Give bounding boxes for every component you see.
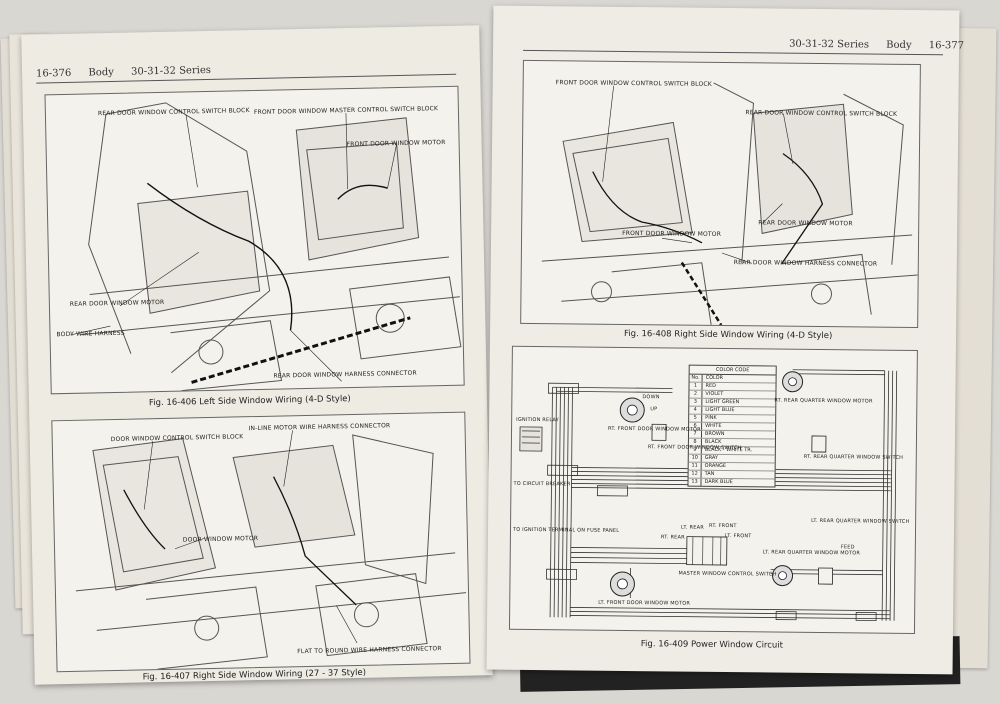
caption-fig-16-407: Fig. 16-407 Right Side Window Wiring (27… [142, 667, 367, 683]
left-page-header: 16-376 Body 30-31-32 Series [36, 65, 225, 80]
color-code-row-color: DARK BLUE [704, 478, 733, 486]
color-code-col-no: No. [689, 374, 703, 382]
caption-fig-16-409: Fig. 16-409 Power Window Circuit [640, 639, 784, 651]
label-rt-rear: RT. REAR [660, 534, 685, 541]
figure-16-408: FRONT DOOR WINDOW CONTROL SWITCH BLOCK R… [520, 59, 921, 329]
label-lt-front-door-motor: LT. FRONT DOOR WINDOW MOTOR [598, 599, 691, 607]
color-code-row-no: 13 [688, 478, 702, 486]
label-rt-rear-quarter-switch: RT. REAR QUARTER WINDOW SWITCH [803, 453, 904, 461]
label-rear-door-motor: REAR DOOR WINDOW MOTOR [758, 219, 853, 228]
color-code-row-no: 1 [689, 382, 703, 390]
color-code-row-color: ORANGE [704, 462, 727, 470]
color-code-col-color: COLOR [705, 374, 724, 382]
label-rt-front-door-motor: RT. FRONT DOOR WINDOW MOTOR [608, 425, 701, 433]
car-interior-drawing-left-2 [75, 430, 467, 670]
label-ignition-terminal: TO IGNITION TERMINAL ON FUSE PANEL [512, 526, 620, 534]
label-lt-rear: LT. REAR [681, 524, 704, 531]
color-code-row-color: VIOLET [705, 390, 724, 398]
label-down: DOWN [642, 394, 660, 401]
right-page: 30-31-32 Series Body 16-377 [486, 5, 964, 675]
label-lt-rear-quarter-switch: LT. REAR QUARTER WINDOW SWITCH [811, 517, 910, 525]
left-page-series: 30-31-32 Series [130, 64, 212, 78]
label-lt-rear-quarter-motor: LT. REAR QUARTER WINDOW MOTOR [762, 549, 861, 557]
color-code-row-no: 5 [689, 414, 703, 422]
label-rear-harness-connector: REAR DOOR WINDOW HARNESS CONNECTOR [733, 259, 878, 268]
label-feed: FEED [840, 544, 855, 551]
color-code-row-no: 12 [688, 470, 702, 478]
label-circuit-breaker: TO CIRCUIT BREAKER [513, 480, 571, 488]
left-page: 16-376 Body 30-31-32 Series [21, 25, 493, 685]
color-code-row-no: 4 [689, 406, 703, 414]
right-page-number: 16-377 [928, 40, 965, 52]
color-code-row-color: PINK [705, 414, 717, 421]
label-ignition-relay: IGNITION RELAY [516, 416, 559, 424]
figure-16-407: DOOR WINDOW CONTROL SWITCH BLOCK IN-LINE… [51, 411, 471, 673]
car-interior-drawing-right [541, 82, 918, 326]
label-rt-front-door-switch: RT. FRONT DOOR WINDOW SWITCH [647, 444, 742, 452]
color-code-row-no: 10 [688, 454, 702, 462]
color-code-row-color: LIGHT GREEN [705, 398, 740, 406]
color-code-row-no: 3 [689, 398, 703, 406]
color-code-row-color: LIGHT BLUE [705, 406, 735, 414]
figure-16-406: REAR DOOR WINDOW CONTROL SWITCH BLOCK FR… [44, 85, 465, 395]
color-code-row-color: WHITE [705, 422, 722, 429]
right-header-rule [523, 49, 944, 56]
label-lt-front: LT. FRONT [724, 533, 752, 540]
right-page-series: 30-31-32 Series [789, 38, 870, 51]
label-master-control-switch: MASTER WINDOW CONTROL SWITCH [678, 570, 777, 578]
color-code-row-color: GRAY [704, 454, 719, 461]
label-rt-rear-quarter-motor: RT. REAR QUARTER WINDOW MOTOR [774, 397, 873, 405]
left-page-section: Body [88, 66, 114, 79]
label-up: UP [650, 406, 658, 413]
left-page-number: 16-376 [35, 67, 72, 80]
color-code-row-color: TAN [704, 470, 715, 477]
right-page-section: Body [886, 39, 912, 51]
color-code-row-no: 11 [688, 462, 702, 470]
car-interior-drawing-left [70, 102, 462, 392]
power-window-circuit-diagram [519, 369, 898, 622]
caption-fig-16-406: Fig. 16-406 Left Side Window Wiring (4-D… [148, 394, 351, 409]
color-code-row-color: RED [705, 382, 717, 389]
color-code-row-color: BROWN [704, 430, 725, 438]
label-front-door-motor: FRONT DOOR WINDOW MOTOR [622, 229, 722, 238]
label-body-wire-harness: BODY WIRE HARNESS [56, 329, 125, 339]
label-rt-front: RT. FRONT [709, 522, 737, 530]
right-page-header: 30-31-32 Series Body 16-377 [789, 39, 978, 52]
caption-fig-16-408: Fig. 16-408 Right Side Window Wiring (4-… [624, 328, 833, 342]
color-code-row-no: 2 [689, 390, 703, 398]
